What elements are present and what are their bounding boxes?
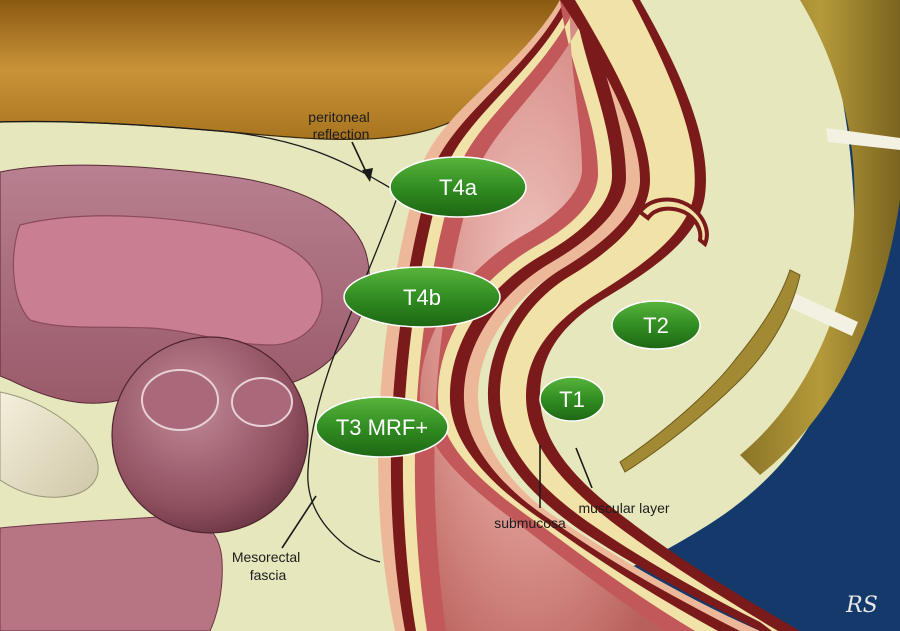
- artist-signature: RS: [845, 593, 878, 618]
- stage-label-t1: T1: [559, 387, 585, 412]
- stage-marker-t3-mrf: T3 MRF+: [315, 396, 449, 458]
- seminal-vesicle-inner: [12, 215, 323, 346]
- peritoneal-reflection-label-line2: reflection: [313, 126, 370, 142]
- stage-marker-t4a: T4a: [389, 156, 527, 218]
- pubic-bone: [0, 391, 99, 498]
- bladder: [0, 0, 560, 140]
- rectal-valve-fold: [637, 197, 709, 248]
- peritoneal-reflection-line: [0, 120, 401, 196]
- rectum-lumen: [419, 0, 665, 631]
- stage-marker-t1: T1: [539, 376, 605, 422]
- stage-label-t2: T2: [643, 313, 669, 338]
- submucosa-label: submucosa: [494, 515, 566, 531]
- mesorectal-fascia-label-line2: fascia: [250, 567, 287, 583]
- muscular-layer-leader: [575, 447, 593, 489]
- stage-marker-t2: T2: [611, 300, 701, 350]
- rectum-posterior-submucosa: [499, 0, 778, 631]
- muscular-layer-label: muscular layer: [578, 500, 669, 516]
- urethra: [0, 515, 223, 631]
- coccyx-bone: [619, 269, 801, 473]
- stage-label-t3-mrf: T3 MRF+: [336, 415, 428, 440]
- peritoneal-reflection-arrowhead: [362, 168, 373, 182]
- stage-label-t4b: T4b: [403, 285, 441, 310]
- peritoneal-reflection-label: peritoneal reflection: [308, 109, 373, 142]
- sacrum: [740, 0, 900, 475]
- sacrum-disc-lower: [786, 292, 858, 336]
- rectum-posterior-wall: [487, 0, 800, 631]
- mesorectal-fascia-label-line1: Mesorectal: [232, 549, 300, 565]
- prostate-lobe-left: [141, 369, 219, 431]
- sacrum-disc-upper: [826, 128, 900, 150]
- prostate-lobe-right: [231, 377, 293, 427]
- stage-marker-t4b: T4b: [343, 266, 501, 328]
- stage-label-t4a: T4a: [439, 175, 478, 200]
- peritoneal-reflection-label-line1: peritoneal: [308, 109, 370, 125]
- prostate: [111, 336, 309, 534]
- mesorectal-fascia-leader: [281, 495, 317, 549]
- mesorectal-fascia-label: Mesorectal fascia: [232, 549, 304, 583]
